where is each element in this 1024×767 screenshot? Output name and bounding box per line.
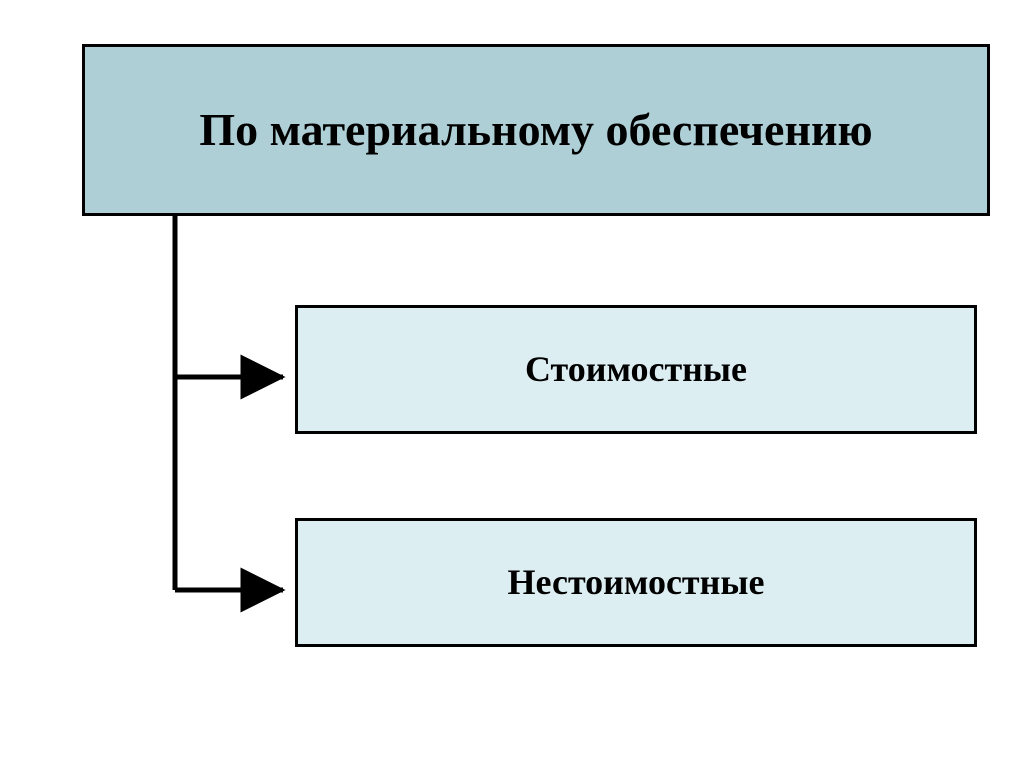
node-root: По материальному обеспечению [82, 44, 990, 216]
node-child-1-label: Нестоимостные [507, 562, 765, 603]
node-root-label: По материальному обеспечению [199, 103, 873, 155]
node-child-nestoimostnye: Нестоимостные [295, 518, 977, 647]
node-child-0-label: Стоимостные [524, 349, 747, 390]
node-child-stoimostnye: Стоимостные [295, 305, 977, 434]
